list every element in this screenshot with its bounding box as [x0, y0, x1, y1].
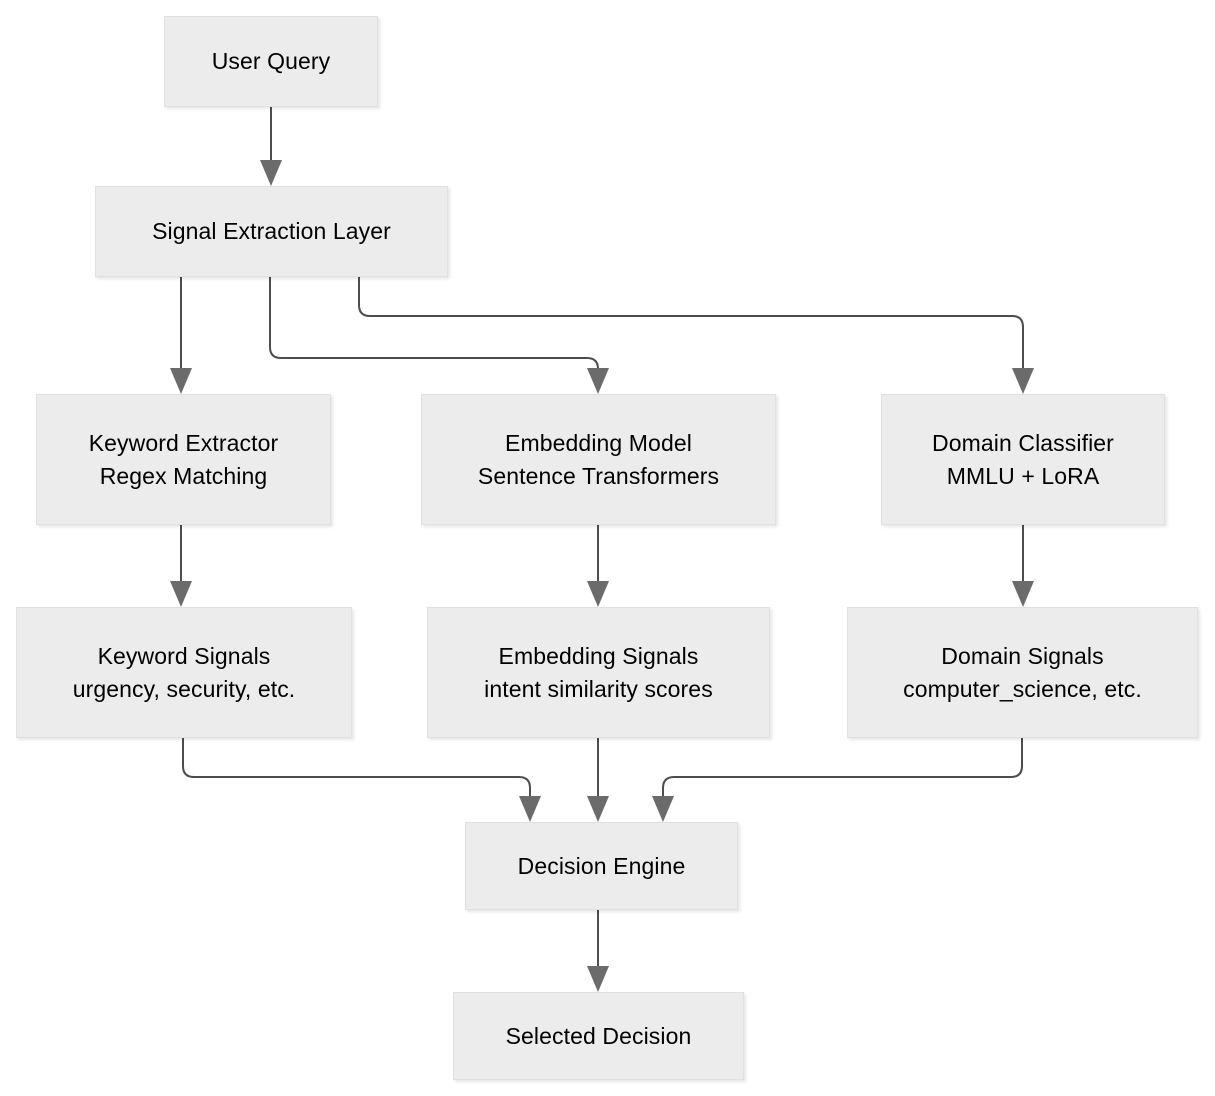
- node-sublabel: computer_science, etc.: [903, 675, 1142, 702]
- e-signal-layer-to-domain-classifier: [358, 277, 1034, 394]
- node-sublabel: intent similarity scores: [484, 675, 713, 702]
- node-domain-signals[interactable]: Domain Signals computer_science, etc.: [847, 607, 1198, 738]
- node-label: Keyword Extractor: [88, 429, 279, 456]
- node-sublabel: urgency, security, etc.: [72, 675, 296, 702]
- node-sublabel: Regex Matching: [99, 462, 268, 489]
- e-decision-engine-to-selected-decision: [587, 910, 609, 992]
- e-domain-signals-to-decision-engine: [652, 738, 1023, 822]
- node-sublabel: Sentence Transformers: [477, 462, 720, 489]
- node-user-query[interactable]: User Query: [164, 16, 378, 107]
- arrowhead-icon: [587, 581, 609, 607]
- e-keyword-extractor-to-keyword-signals: [170, 525, 192, 607]
- e-keyword-signals-to-decision-engine: [182, 738, 541, 822]
- node-label: Embedding Model: [505, 429, 692, 456]
- node-signal-extraction-layer[interactable]: Signal Extraction Layer: [95, 186, 448, 277]
- arrowhead-icon: [1012, 368, 1034, 394]
- arrowhead-icon: [652, 796, 674, 822]
- node-decision-engine[interactable]: Decision Engine: [465, 822, 738, 910]
- node-selected-decision[interactable]: Selected Decision: [453, 992, 744, 1080]
- node-embedding-signals[interactable]: Embedding Signals intent similarity score…: [427, 607, 770, 738]
- node-label: Keyword Signals: [97, 642, 271, 669]
- node-label: Decision Engine: [517, 852, 686, 879]
- e-signal-layer-to-keyword-extractor: [170, 277, 192, 394]
- arrowhead-icon: [587, 966, 609, 992]
- node-label: Selected Decision: [505, 1022, 692, 1049]
- node-label: Signal Extraction Layer: [152, 218, 391, 245]
- node-keyword-signals[interactable]: Keyword Signals urgency, security, etc.: [16, 607, 352, 738]
- node-sublabel: MMLU + LoRA: [946, 462, 1100, 489]
- e-signal-layer-to-embedding-model: [269, 277, 609, 394]
- arrowhead-icon: [170, 581, 192, 607]
- arrowhead-icon: [170, 368, 192, 394]
- node-label: Domain Classifier: [932, 429, 1114, 456]
- e-domain-classifier-to-domain-signals: [1012, 525, 1034, 607]
- arrowhead-icon: [1012, 581, 1034, 607]
- node-label: Embedding Signals: [498, 642, 699, 669]
- arrowhead-icon: [587, 796, 609, 822]
- e-embedding-signals-to-decision-engine: [587, 738, 609, 822]
- e-embedding-model-to-embedding-signals: [587, 525, 609, 607]
- node-label: User Query: [211, 48, 331, 75]
- node-label: Domain Signals: [941, 642, 1104, 669]
- arrowhead-icon: [519, 796, 541, 822]
- arrowhead-icon: [260, 160, 282, 186]
- e-user-query-to-signal-layer: [260, 107, 282, 186]
- arrowhead-icon: [587, 368, 609, 394]
